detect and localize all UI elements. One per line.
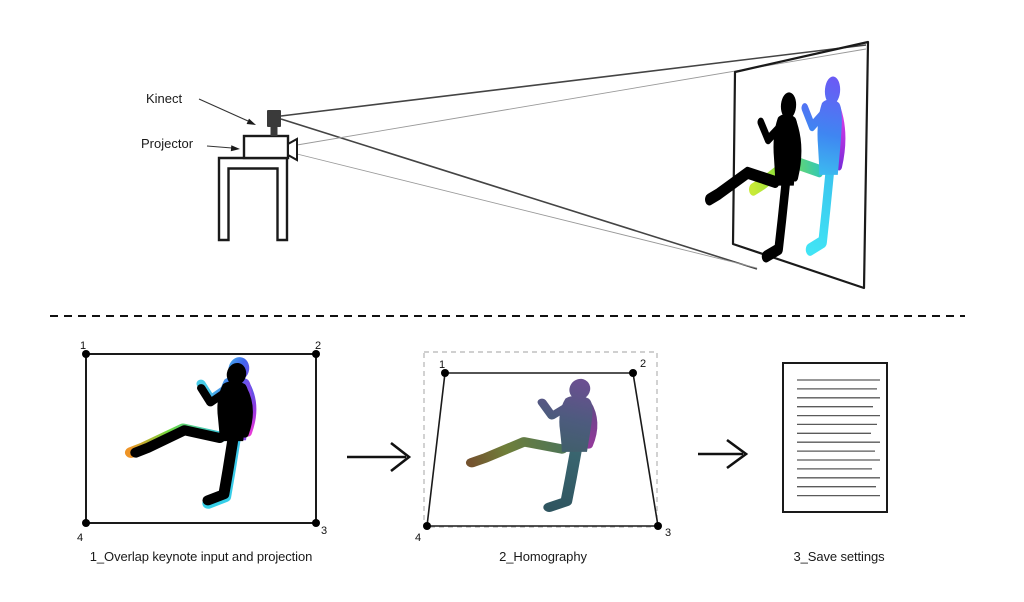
- homography-figure-gradient: [465, 378, 598, 512]
- corner-label-3: 3: [321, 525, 327, 537]
- original-frame-guide: [423, 351, 658, 528]
- kinect-pointer-arrow: [198, 98, 256, 125]
- corner-label-1: 1: [439, 359, 445, 371]
- step-homography-panel: 1 2 3 4 2_Homography: [415, 351, 671, 564]
- corner-dot-2: [629, 369, 637, 377]
- corner-label-1: 1: [80, 340, 86, 352]
- corner-label-2: 2: [640, 358, 646, 370]
- corner-label-3: 3: [665, 527, 671, 539]
- kinect-label: Kinect: [146, 91, 183, 106]
- projection-cone-lines: [280, 44, 867, 270]
- kinect-sensor: [267, 110, 281, 136]
- projector-lens: [287, 137, 298, 162]
- settings-document-icon: [782, 362, 888, 513]
- corner-dot-4: [82, 519, 90, 527]
- keynote-frame: [85, 353, 317, 524]
- table-stand: [217, 156, 289, 242]
- projector-label: Projector: [141, 136, 194, 151]
- step-save-panel: 3_Save settings: [782, 362, 888, 564]
- arrow-step1-to-step2: [347, 441, 412, 473]
- corner-dot-2: [312, 350, 320, 358]
- step-save-caption: 3_Save settings: [793, 549, 885, 564]
- step-homography-caption: 2_Homography: [499, 549, 587, 564]
- step-overlap-caption: 1_Overlap keynote input and projection: [90, 549, 312, 564]
- corner-dot-1: [441, 369, 449, 377]
- corner-dot-3: [312, 519, 320, 527]
- corner-dot-1: [82, 350, 90, 358]
- projector-pointer-arrow: [206, 145, 240, 152]
- projected-figure-silhouette: [709, 91, 798, 257]
- corner-dot-4: [423, 522, 431, 530]
- corner-label-4: 4: [415, 532, 421, 544]
- step-overlap-panel: 1 2 3 4 1_Overlap keynote input and proj…: [77, 340, 327, 564]
- corner-label-4: 4: [77, 532, 83, 544]
- corner-label-2: 2: [315, 340, 321, 352]
- overlap-corner-markers: [82, 350, 320, 527]
- projector-body: [242, 134, 290, 160]
- setup-diagram: Kinect Projector: [141, 40, 870, 290]
- homography-corner-markers: [423, 369, 662, 530]
- document-lines: [797, 379, 880, 497]
- corner-dot-3: [654, 522, 662, 530]
- arrow-step2-to-step3: [698, 438, 749, 470]
